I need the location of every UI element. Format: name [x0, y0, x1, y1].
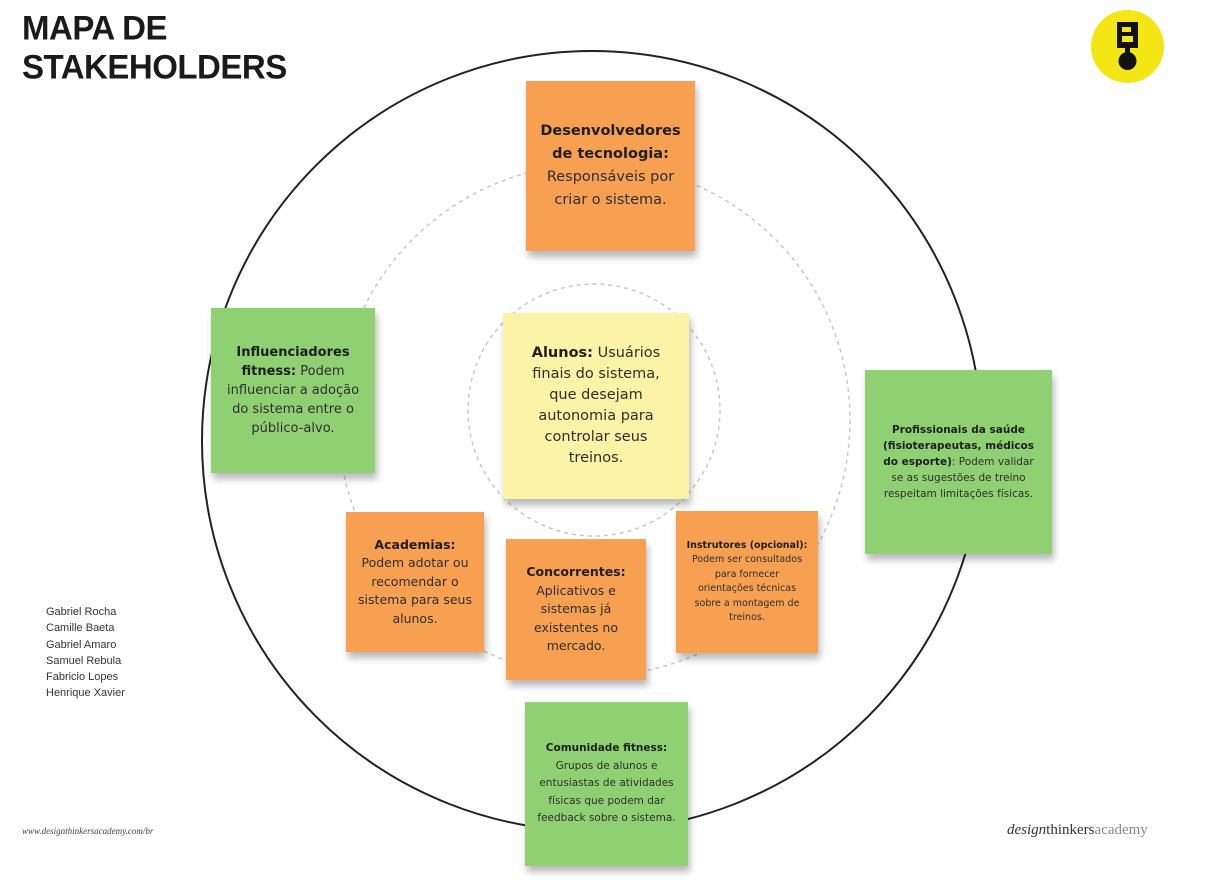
team-member: Gabriel Rocha: [46, 606, 117, 618]
team-names: Gabriel Rocha Camille Baeta Gabriel Amar…: [46, 604, 125, 702]
design-thinkers-academy-logo: [1091, 10, 1164, 83]
note-concorrentes-text: Aplicativos e sistemas já existentes no …: [533, 582, 618, 654]
note-desenvolvedores-title: Desenvolvedores de tecnologia:: [540, 123, 681, 162]
note-instrutores-title: Instrutores (opcional):: [686, 539, 808, 551]
note-alunos[interactable]: Alunos: Usuários finais do sistema, que …: [503, 313, 689, 499]
note-alunos-title: Alunos:: [531, 345, 593, 361]
footer-brand: designthinkersacademy: [1007, 822, 1148, 839]
brand-thinkers: thinkers: [1046, 822, 1095, 838]
team-member: Fabricio Lopes: [46, 671, 119, 684]
brand-design: design: [1007, 822, 1047, 838]
note-profissionais[interactable]: Profissionais da saúde (fisioterapeutas,…: [865, 370, 1052, 554]
note-academias-title: Academias:: [374, 536, 456, 552]
team-member: Samuel Rebula: [46, 654, 122, 667]
note-profissionais-text: : Podem validar se as sugestões de trein…: [883, 456, 1034, 500]
note-influenciadores-title: Influenciadores fitness:: [236, 345, 350, 379]
note-academias-text: Podem adotar ou recomendar o sistema par…: [358, 555, 472, 626]
note-alunos-text: Usuários finais do sistema, que desejam …: [532, 345, 661, 466]
title-line-2: STAKEHOLDERS: [22, 47, 287, 86]
note-concorrentes-title: Concorrentes:: [526, 564, 626, 580]
footer-url[interactable]: www.designthinkersacademy.com/br: [22, 826, 154, 836]
inner-ring: [467, 283, 721, 537]
note-concorrentes[interactable]: Concorrentes: Aplicativos e sistemas já …: [506, 539, 646, 680]
team-member: Gabriel Amaro: [46, 638, 117, 651]
note-influenciadores[interactable]: Influenciadores fitness: Podem influenci…: [211, 308, 375, 473]
note-influenciadores-text: Podem influenciar a adoção do sistema en…: [226, 364, 360, 436]
title-line-1: MAPA DE: [22, 8, 167, 47]
logo-mark-icon: [1117, 22, 1138, 70]
note-academias[interactable]: Academias: Podem adotar ou recomendar o …: [346, 512, 484, 652]
note-comunidade-title: Comunidade fitness:: [545, 742, 668, 755]
brand-academy: academy: [1094, 822, 1148, 838]
team-member: Henrique Xavier: [46, 687, 125, 700]
note-desenvolvedores[interactable]: Desenvolvedores de tecnologia: Responsáv…: [526, 81, 695, 251]
page-title: MAPA DE STAKEHOLDERS: [22, 8, 287, 86]
team-member: Camille Baeta: [46, 622, 115, 635]
note-instrutores-text: Podem ser consultados para fornecer orie…: [691, 554, 803, 623]
note-comunidade-text: Grupos de alunos e entusiastas de ativid…: [537, 759, 676, 825]
note-profissionais-title: Profissionais da saúde (fisioterapeutas,…: [882, 424, 1035, 468]
note-instrutores[interactable]: Instrutores (opcional): Podem ser consul…: [676, 511, 818, 653]
note-desenvolvedores-text: Responsáveis por criar o sistema.: [546, 169, 675, 208]
note-comunidade[interactable]: Comunidade fitness: Grupos de alunos e e…: [525, 702, 688, 866]
